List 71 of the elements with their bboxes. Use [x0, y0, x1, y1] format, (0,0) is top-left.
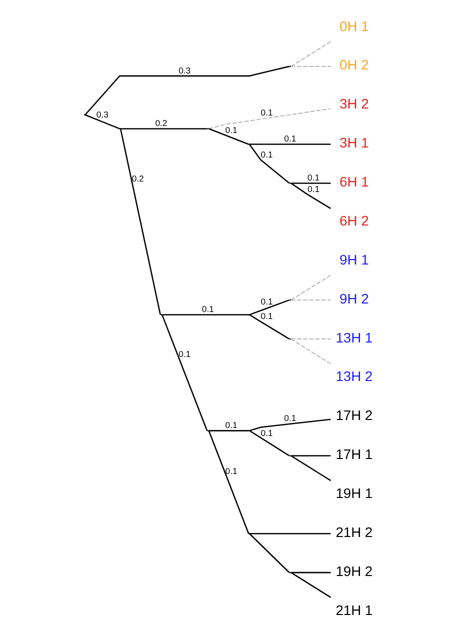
- connector: [291, 455, 331, 456]
- edge-label: 0.1: [284, 134, 296, 144]
- node-text: 17H 1: [336, 446, 373, 462]
- node-text: 21H 1: [336, 602, 373, 618]
- connector: [291, 572, 331, 574]
- node-text: 17H 2: [336, 407, 373, 424]
- edge-label: 0.2: [132, 173, 144, 184]
- edge-label: 0.1: [284, 413, 296, 424]
- edge-label: 0.1: [308, 172, 320, 183]
- connector: [120, 128, 208, 130]
- edge-label: 0.3: [178, 65, 191, 76]
- connector: [249, 430, 290, 456]
- edge-label: 0.1: [260, 311, 273, 322]
- connector: [249, 314, 290, 340]
- connector: [249, 299, 290, 316]
- edge-label: 0.1: [308, 184, 320, 194]
- edge-label: 0.1: [260, 108, 273, 118]
- node-text: 0H 2: [340, 56, 369, 73]
- node-text: 3H 2: [340, 96, 369, 112]
- edge-label: 0.3: [96, 109, 108, 120]
- connector: [290, 182, 331, 210]
- edge-label: 0.1: [225, 125, 238, 136]
- connector: [248, 144, 290, 184]
- edge-label: 0.1: [225, 420, 238, 430]
- node-point: [207, 128, 209, 130]
- connector: [290, 66, 332, 67]
- connector: [208, 430, 249, 432]
- node-text: 9H 2: [340, 290, 369, 306]
- edge-label: 0.1: [260, 149, 273, 160]
- connector: [291, 182, 331, 184]
- connector: [250, 144, 331, 145]
- node-point: [248, 532, 250, 534]
- edge-label: 0.1: [260, 428, 273, 438]
- node-point: [289, 572, 291, 574]
- node-text: 6H 1: [340, 174, 369, 190]
- node-point: [289, 299, 291, 301]
- connector: [162, 314, 208, 431]
- node-text: 9H 1: [340, 251, 369, 268]
- node-point: [160, 314, 162, 316]
- edge-label: 0.1: [178, 349, 191, 360]
- connector: [250, 533, 331, 534]
- node-text: 19H 2: [336, 562, 373, 579]
- edge-label: 0.1: [202, 304, 214, 314]
- connector: [208, 128, 249, 145]
- node-text: 13H 2: [336, 368, 373, 384]
- node-point: [289, 66, 291, 68]
- node-point: [289, 338, 291, 340]
- node-point: [248, 144, 250, 146]
- node-point: [289, 182, 291, 184]
- connector: [290, 41, 332, 67]
- node-text: 6H 2: [340, 212, 369, 228]
- connector: [249, 418, 331, 432]
- node-text: 21H 2: [336, 524, 373, 540]
- connector: [290, 455, 332, 482]
- node-point: [84, 114, 86, 116]
- node-text: 13H 1: [336, 329, 373, 346]
- node-point: [289, 455, 291, 457]
- edge-label: 0.2: [155, 118, 168, 128]
- connector: [290, 572, 332, 598]
- node-text: 0H 1: [340, 18, 369, 34]
- connector: [290, 338, 332, 364]
- node-point: [248, 314, 250, 316]
- node-text: 19H 1: [336, 485, 373, 501]
- connector: [290, 338, 332, 340]
- edge-label: 0.1: [225, 466, 238, 476]
- node-text: 3H 1: [340, 134, 369, 151]
- connector: [290, 274, 332, 300]
- connector: [162, 314, 249, 316]
- node-point: [207, 430, 209, 432]
- connector: [208, 108, 332, 130]
- edge-label: 0.1: [260, 296, 273, 306]
